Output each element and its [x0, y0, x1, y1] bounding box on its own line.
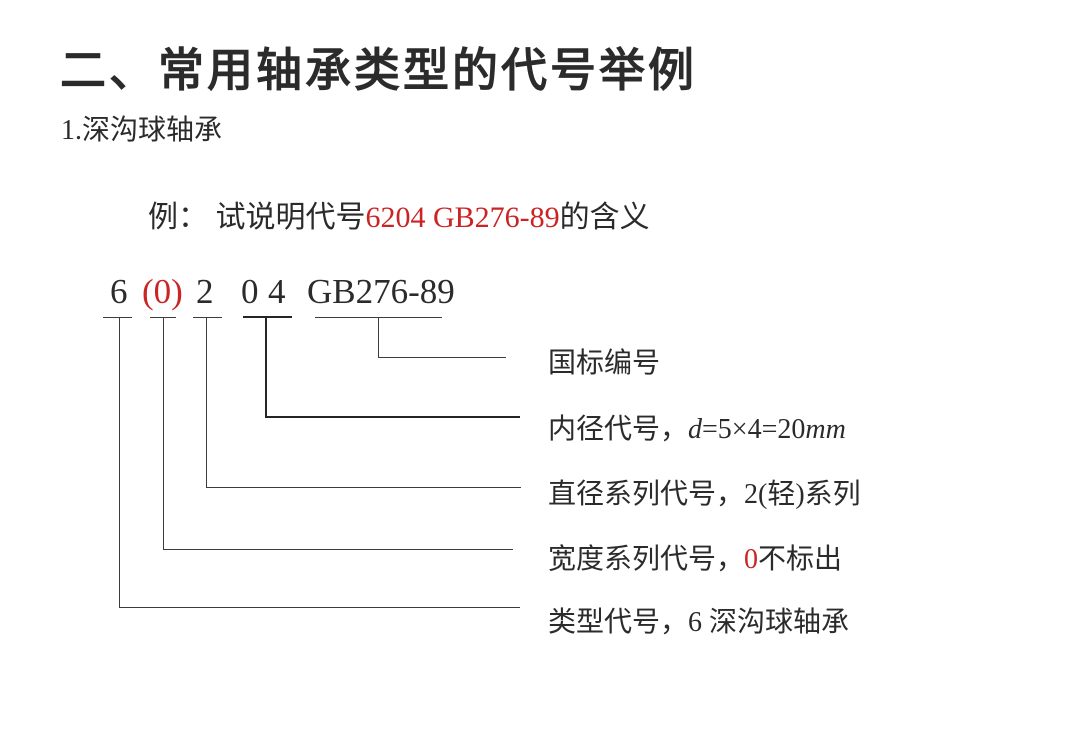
connector-horizontal-type — [119, 607, 520, 608]
connector-vertical-type — [119, 318, 120, 607]
example-line: 例： 试说明代号6204 GB276-89的含义 — [148, 192, 650, 236]
underline-standard — [315, 317, 442, 318]
label-bore-mm: mm — [805, 414, 846, 445]
connector-horizontal-width-series — [163, 549, 513, 550]
example-prefix: 例： 试说明代号 — [148, 201, 366, 234]
connector-horizontal-bore — [265, 416, 520, 418]
underline-diameter-series — [193, 317, 222, 318]
label-bore-code: 内径代号，d=5×4=20mm — [548, 407, 846, 447]
label-standard-number: 国标编号 — [548, 348, 661, 379]
example-suffix: 的含义 — [559, 201, 650, 234]
connector-vertical-bore — [265, 317, 267, 418]
code-digit-width-series: (0) — [142, 272, 183, 311]
label-type-code: 类型代号，6 深沟球轴承 — [548, 607, 850, 638]
connector-horizontal-standard — [378, 357, 506, 358]
connector-vertical-standard — [378, 318, 379, 358]
underline-width-series — [150, 317, 176, 318]
underline-bore — [243, 316, 292, 318]
label-bore-mid: =5×4=20 — [702, 414, 806, 445]
code-digit-bore-1: 0 — [241, 272, 259, 311]
connector-vertical-width-series — [163, 318, 164, 549]
example-code: 6204 GB276-89 — [365, 201, 560, 234]
label-width-zero: 0 — [744, 544, 759, 575]
label-width-post: 不标出 — [758, 544, 843, 575]
label-bore-d: d — [688, 414, 703, 445]
label-diameter-series: 直径系列代号，2(轻)系列 — [548, 479, 861, 510]
underline-type — [103, 317, 132, 318]
code-standard-number: GB276-89 — [307, 272, 455, 311]
label-width-pre: 宽度系列代号， — [548, 544, 745, 575]
label-bore-pre: 内径代号， — [548, 414, 689, 445]
connector-vertical-diameter-series — [206, 318, 207, 487]
code-digit-bore-2: 4 — [268, 272, 286, 311]
page-title: 二、常用轴承类型的代号举例 — [60, 45, 697, 96]
section-subtitle: 1.深沟球轴承 — [61, 115, 223, 146]
code-digit-type: 6 — [110, 272, 128, 311]
code-digit-diameter-series: 2 — [196, 272, 214, 311]
label-width-series: 宽度系列代号，0不标出 — [548, 537, 842, 577]
connector-horizontal-diameter-series — [206, 487, 521, 488]
